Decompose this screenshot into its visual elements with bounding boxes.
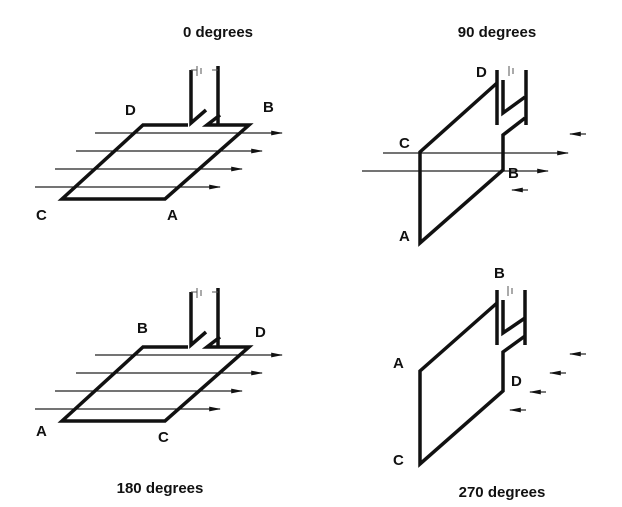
label-d: D [255,324,266,341]
coil-270-degrees: B A D C [393,265,586,469]
label-d: D [511,373,522,390]
coil-loop [418,81,527,247]
label-c: C [158,429,169,446]
label-b: B [263,99,274,116]
title-180-degrees: 180 degrees [117,480,204,497]
label-b: B [494,265,505,282]
label-d: D [476,64,487,81]
title-0-degrees: 0 degrees [183,24,253,41]
label-c: C [36,207,47,224]
title-270-degrees: 270 degrees [459,484,546,501]
battery-icon [508,66,514,76]
field-lines [35,352,284,412]
title-90-degrees: 90 degrees [458,24,536,41]
terminal-left [189,70,208,127]
label-d: D [125,102,136,119]
label-a: A [393,355,404,372]
battery-icon [191,66,218,76]
coil-loop [57,113,254,201]
coil-0-degrees: D B C A [35,66,284,224]
label-a: A [36,423,47,440]
battery-icon [507,286,513,296]
field-lines [362,131,586,193]
label-a: A [167,207,178,224]
label-c: C [399,135,410,152]
label-c: C [393,452,404,469]
coil-loop [418,301,527,468]
label-a: A [399,228,410,245]
terminal-lead [501,300,526,337]
coil-90-degrees: D C B A [362,64,586,247]
label-b: B [137,320,148,337]
coil-loop [57,335,254,423]
label-b: B [508,165,519,182]
coil-180-degrees: B D A C [35,288,284,446]
field-arrows [508,351,586,413]
battery-icon [191,288,218,298]
terminal-lead [501,80,527,117]
field-lines [35,130,284,190]
terminal-left [189,292,208,349]
